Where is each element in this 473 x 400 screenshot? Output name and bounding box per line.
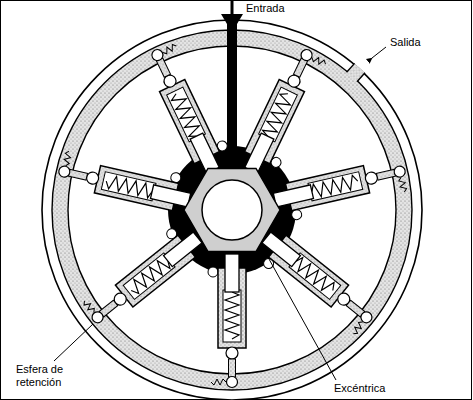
eccentric-cam [184,168,280,251]
outlet-port [346,63,365,82]
housing [42,20,422,400]
part-label: Esfera de retención [16,363,86,389]
part-label: Excéntrica [334,382,385,395]
leader-line [264,250,336,380]
part-label: Entrada [246,2,285,15]
inlet-arrow [231,1,234,14]
inlet-pipe [227,22,237,152]
shaft [202,180,262,240]
pistons [56,40,411,388]
leader-line [54,324,93,361]
outlet-arrow [372,47,386,58]
inlet-funnel [221,14,243,24]
part-label: Salida [390,36,421,49]
